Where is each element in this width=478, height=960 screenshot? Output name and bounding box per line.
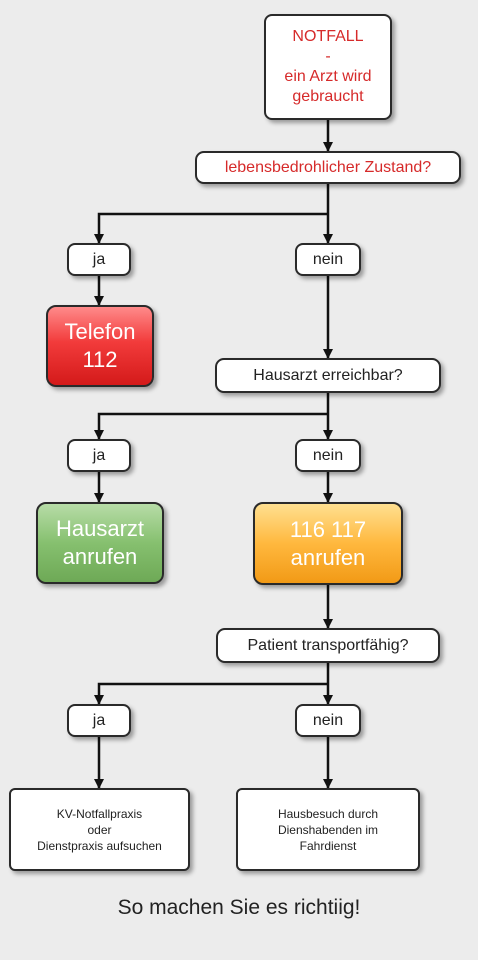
- question-life-threatening: lebensbedrohlicher Zustand?: [195, 151, 461, 184]
- q1-no-label: nein: [295, 243, 361, 276]
- question-patient-transportable: Patient transportfähig?: [216, 628, 440, 663]
- home-visit-box: Hausbesuch durch Dienshabenden im Fahrdi…: [236, 788, 420, 871]
- question-gp-reachable: Hausarzt erreichbar?: [215, 358, 441, 393]
- edge-q3-yes: [94, 682, 328, 705]
- call-116117-box: 116 117 anrufen: [253, 502, 403, 585]
- kv-emergency-practice-box: KV-Notfallpraxis oder Dienstpraxis aufsu…: [9, 788, 190, 871]
- q2-no-label: nein: [295, 439, 361, 472]
- q2-yes-label: ja: [67, 439, 131, 472]
- call-gp-box: Hausarzt anrufen: [36, 502, 164, 584]
- q1-yes-label: ja: [67, 243, 131, 276]
- call-112-box: Telefon 112: [46, 305, 154, 387]
- q3-yes-label: ja: [67, 704, 131, 737]
- edge-q2-yes: [94, 412, 328, 440]
- edge-q1-yes: [94, 212, 328, 244]
- q3-no-label: nein: [295, 704, 361, 737]
- footer-caption: So machen Sie es richtiig!: [117, 896, 361, 919]
- start-node: NOTFALL - ein Arzt wird gebraucht: [264, 14, 392, 120]
